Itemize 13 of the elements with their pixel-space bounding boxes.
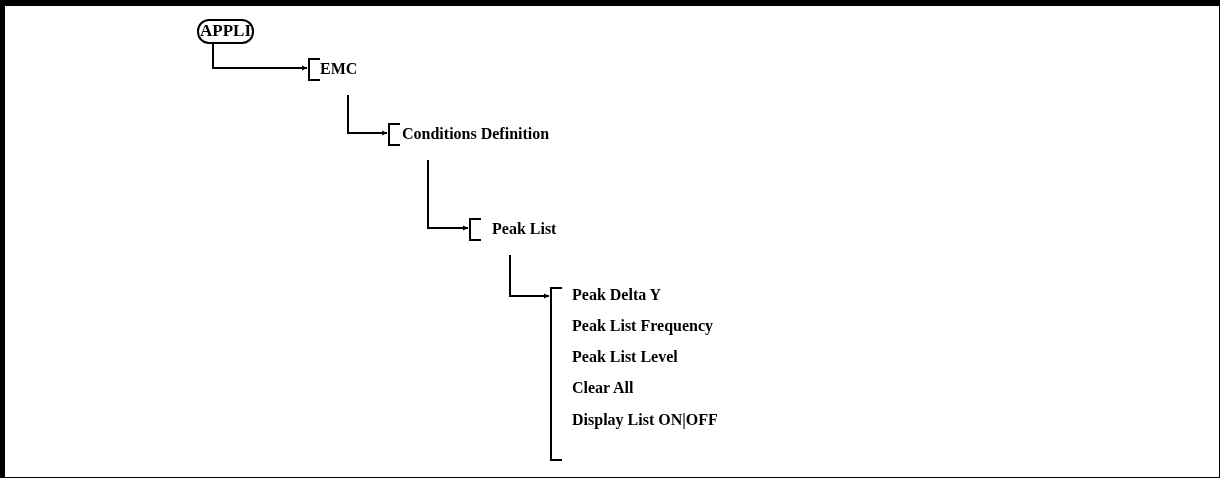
menu-item: EMC	[320, 59, 358, 79]
menu-item: Conditions Definition	[402, 124, 550, 144]
arrow	[427, 159, 469, 231]
arrow	[347, 94, 388, 136]
arrow	[509, 254, 550, 299]
arrow	[212, 43, 308, 71]
menu-key: APPLI	[197, 19, 254, 44]
menu-item: Peak List	[492, 219, 557, 239]
menu-item: Peak Delta Y	[572, 285, 662, 305]
menu-item: Display List ON|OFF	[572, 410, 718, 430]
menu-item: Peak List Frequency	[572, 316, 714, 336]
menu-item: Clear All	[572, 378, 634, 398]
menu-item: Peak List Level	[572, 347, 678, 367]
